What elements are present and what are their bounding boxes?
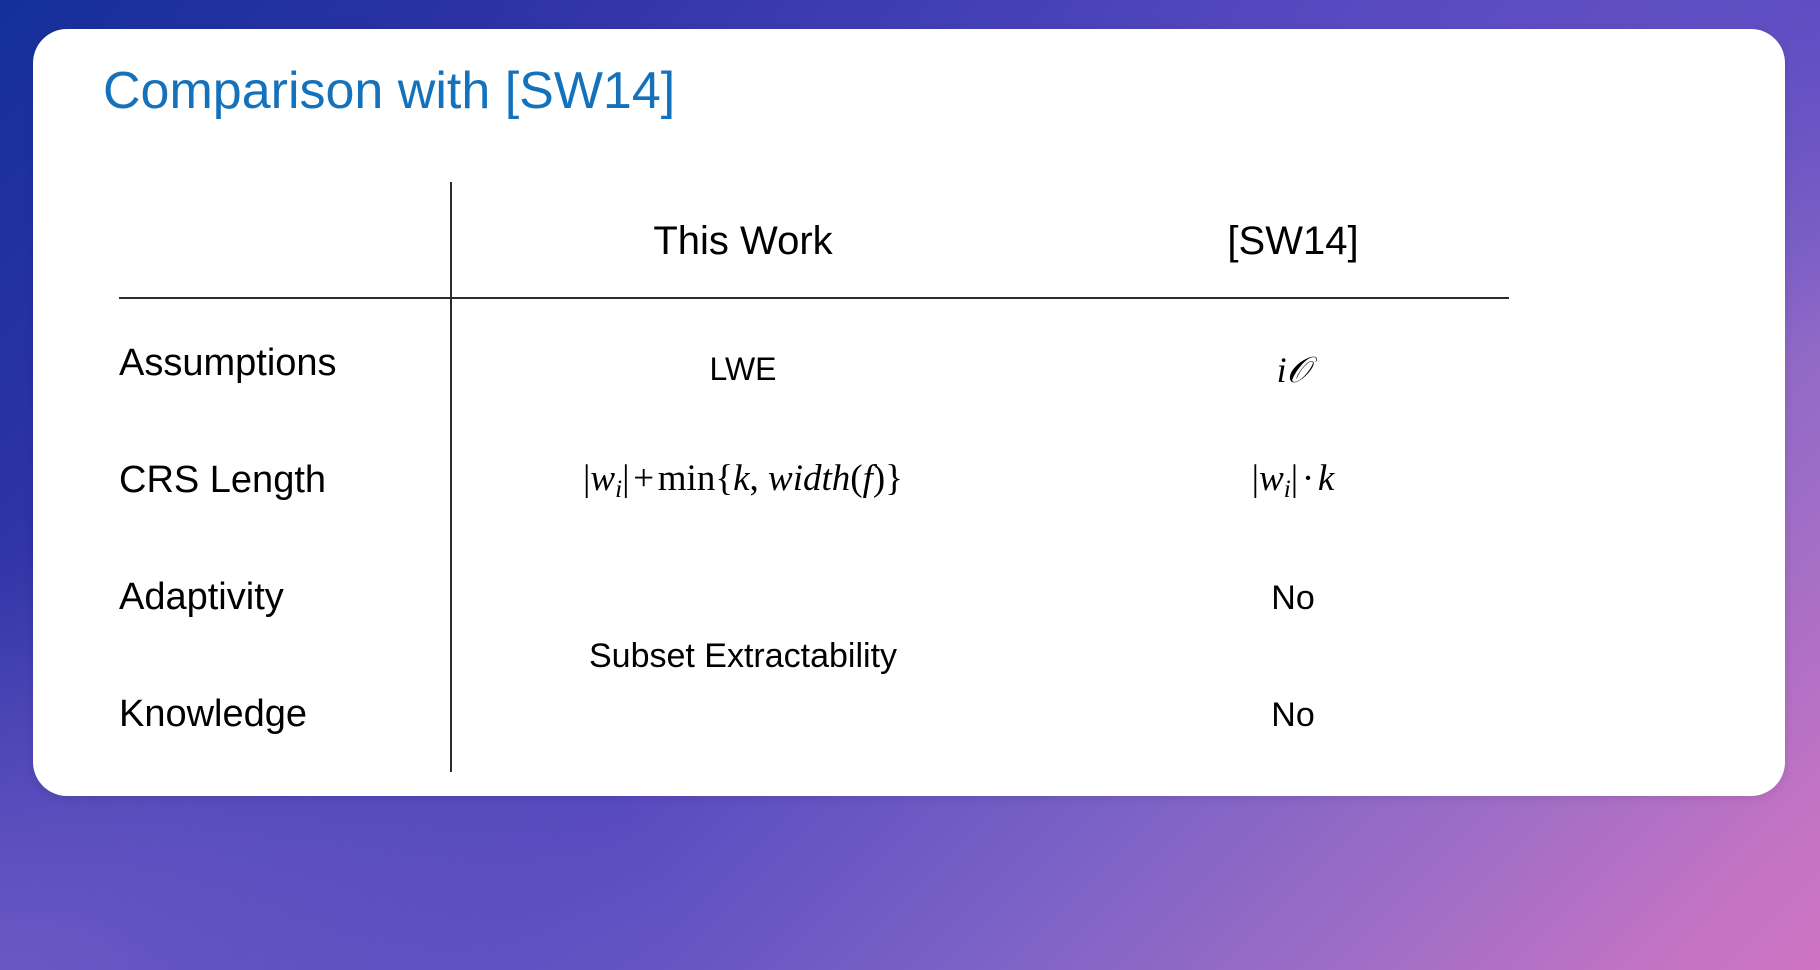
math-abs-open: | [583,458,591,499]
cell-crs-length-this-work: |wi|+min{k, width(f)} [463,457,1023,504]
math-plus: + [633,458,655,499]
math-sw-w-subscript: i [1283,476,1291,504]
math-sw-k: k [1317,458,1335,499]
math-w: w [590,458,616,499]
column-header-this-work: This Work [653,219,833,263]
math-width: width [768,458,851,499]
column-header-sw14: [SW14] [1227,219,1359,263]
comparison-table: This Work [SW14] Assumptions CRS Length … [33,29,1785,796]
page-title: Comparison with [SW14] [103,62,676,120]
slide-card: Comparison with [SW14] This Work [SW14] … [33,29,1785,796]
math-brace-open: { [715,458,734,499]
math-min: min [657,458,716,499]
row-label-crs-length: CRS Length [119,459,327,501]
math-io-i: i [1276,350,1287,390]
cell-assumptions-this-work: LWE [709,351,777,387]
cell-crs-length-sw14: |wi|·k [1093,457,1493,504]
cell-adaptivity-sw14: No [1271,579,1315,617]
math-io-script-o: 𝒪 [1286,350,1310,390]
math-f: f [862,458,873,499]
math-sw-abs-close: | [1290,458,1299,499]
math-brace-close: } [885,458,903,499]
table-vertical-divider [450,182,452,772]
math-abs-close: | [622,458,630,499]
row-label-knowledge: Knowledge [119,693,308,735]
cell-assumptions-sw14: i𝒪 [1093,349,1493,392]
math-comma: , [749,458,759,499]
math-w-subscript: i [615,476,623,504]
table-header-divider [119,297,1509,299]
math-k: k [733,458,750,499]
row-label-adaptivity: Adaptivity [119,576,284,618]
cell-subset-extractability-this-work: Subset Extractability [588,637,898,675]
math-paren-close: ) [872,458,886,499]
math-sw-w: w [1259,458,1284,499]
math-sw-abs-open: | [1251,458,1260,499]
math-paren-open: ( [850,458,863,499]
row-label-assumptions: Assumptions [119,342,337,384]
cell-knowledge-sw14: No [1271,696,1315,734]
math-sw-dot: · [1301,458,1315,499]
